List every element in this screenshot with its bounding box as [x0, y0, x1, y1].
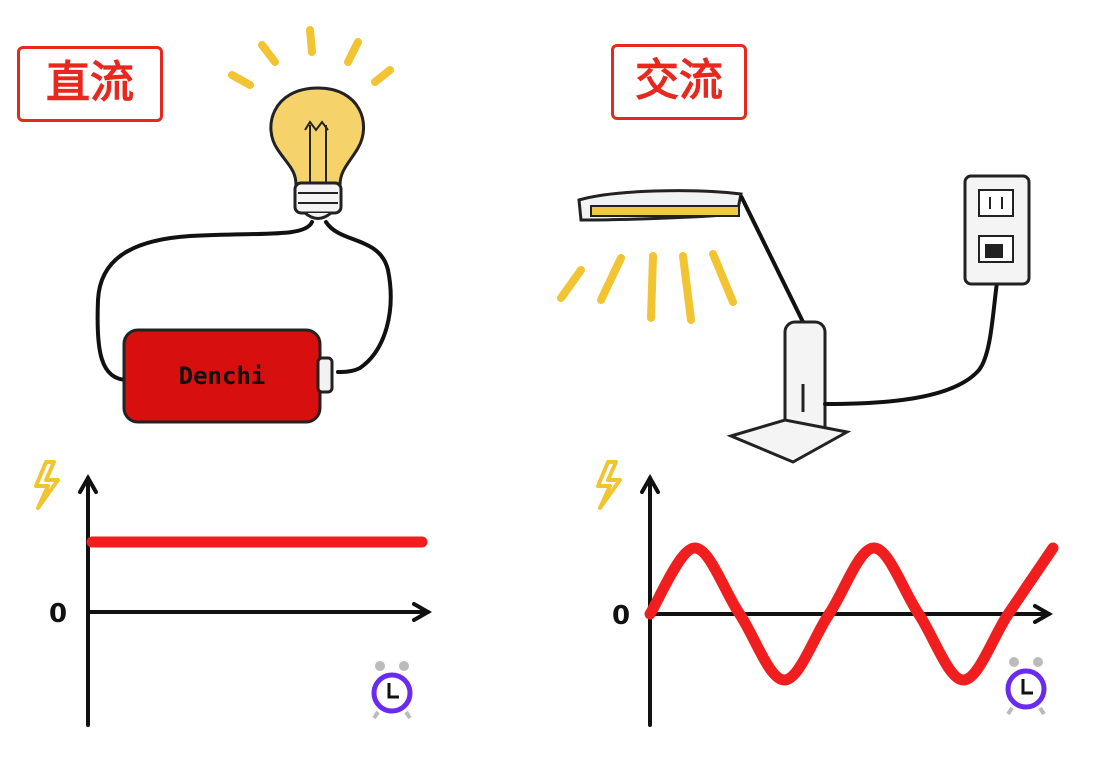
- ac-signal-wave: [644, 542, 1059, 686]
- ac-graph-axes: [640, 473, 1054, 727]
- dc-illustration: Denchi 0: [34, 26, 433, 727]
- light-bulb-icon: [269, 86, 366, 220]
- lightning-icon: [596, 460, 622, 510]
- dc-graph-axes: [78, 473, 433, 727]
- ac-illustration: 0: [557, 174, 1059, 727]
- dc-title: 直流: [17, 46, 163, 122]
- battery-label: Denchi: [179, 362, 266, 390]
- dc-zero-label: 0: [49, 599, 67, 629]
- bulb-light-rays: [228, 26, 394, 89]
- ac-panel: 交流: [553, 0, 1106, 779]
- ac-zero-label: 0: [612, 601, 630, 631]
- clock-icon: [1005, 657, 1047, 716]
- dc-panel: 直流 Denchi: [17, 26, 433, 727]
- ac-title: 交流: [611, 44, 747, 120]
- wall-outlet-icon: [963, 174, 1031, 286]
- circuit-wire: [95, 220, 393, 382]
- lightning-icon: [34, 460, 60, 510]
- clock-icon: [371, 661, 413, 720]
- desk-lamp-icon: [577, 189, 852, 464]
- lamp-cord: [823, 268, 1001, 406]
- lamp-light-rays: [557, 250, 737, 324]
- battery-icon: Denchi: [122, 328, 334, 424]
